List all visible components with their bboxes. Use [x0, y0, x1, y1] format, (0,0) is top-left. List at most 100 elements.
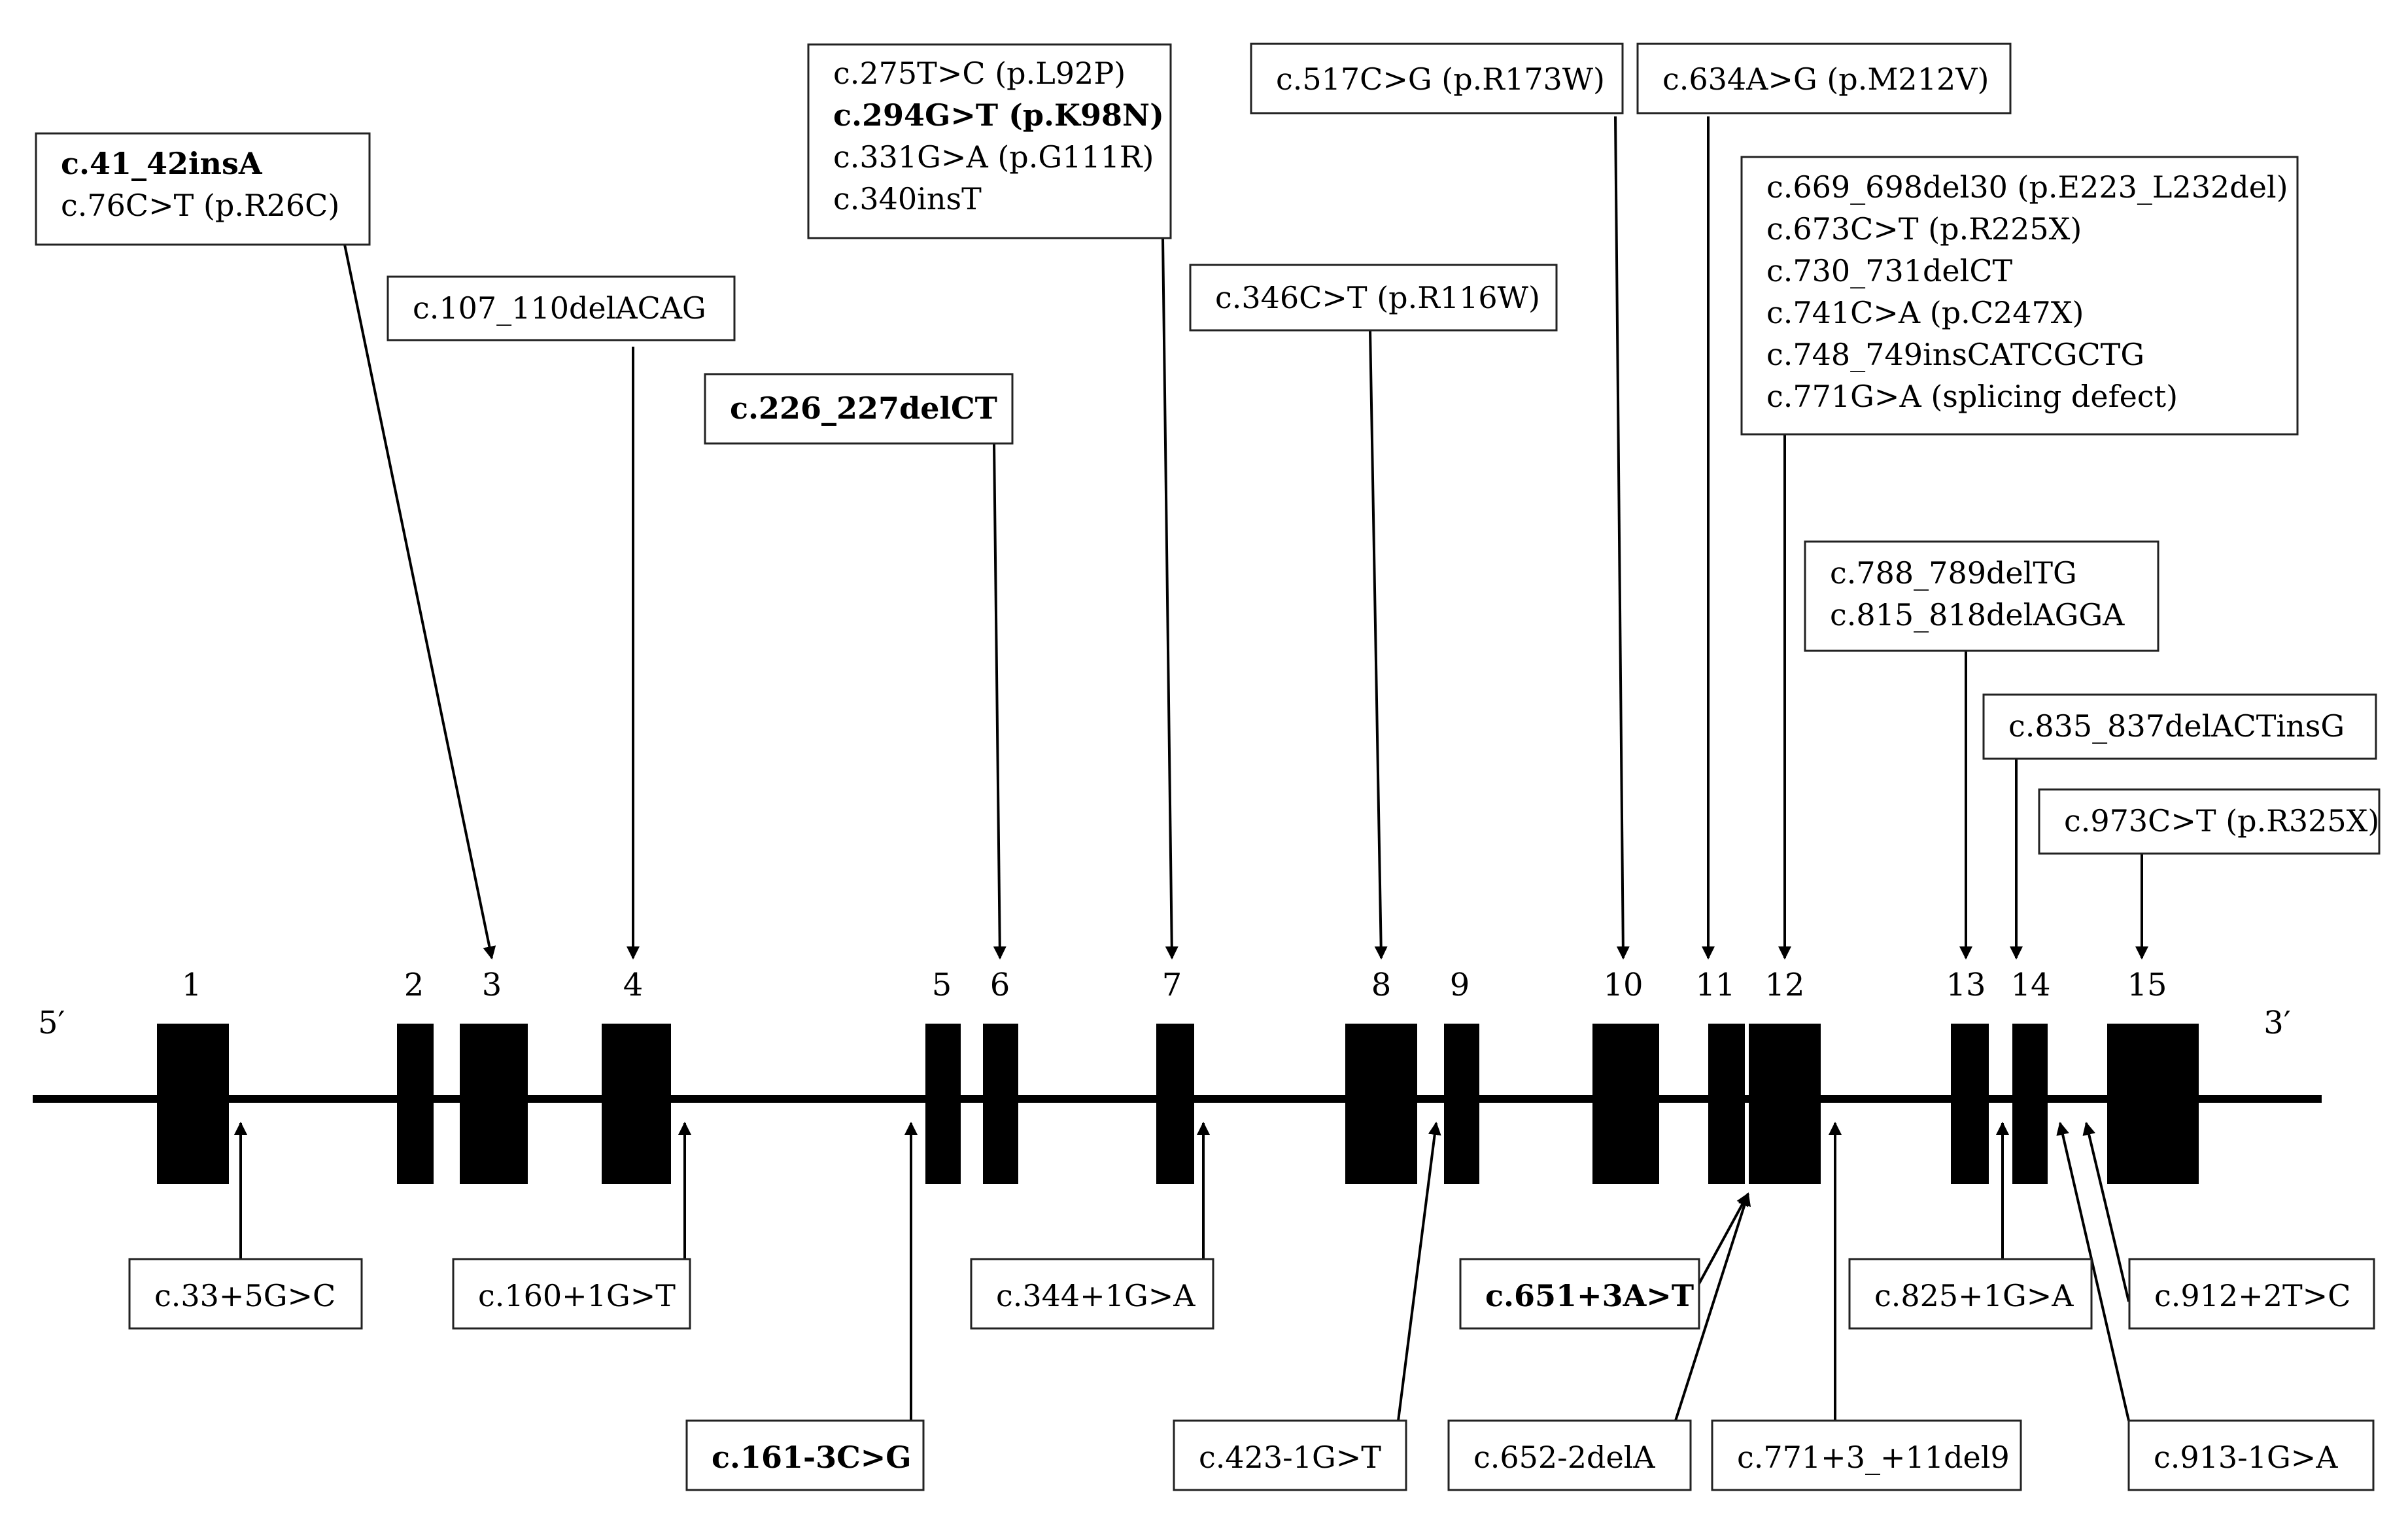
exonic-mutation-box-exon-4-frame	[387, 275, 736, 341]
intronic-mutation-box-10-frame	[2128, 1258, 2375, 1330]
mutation-label: c.340insT	[833, 181, 982, 216]
intronic-mutation-box-8: c.771+3_+11del9	[1711, 1419, 2022, 1491]
exon-number-12: 12	[1764, 967, 1804, 1003]
exon-13	[1951, 1024, 1989, 1184]
intronic-mutation-box-1: c.33+5G>C	[128, 1258, 363, 1330]
exon-7	[1156, 1024, 1194, 1184]
mutation-label: c.730_731delCT	[1766, 253, 2013, 288]
exonic-mutation-box-exon-7-frame	[807, 43, 1172, 239]
exon-number-13: 13	[1946, 967, 1986, 1003]
mutation-label: c.160+1G>T	[478, 1278, 676, 1313]
mutation-label: c.423-1G>T	[1199, 1440, 1381, 1475]
intronic-mutation-arrow-5	[1397, 1122, 1441, 1421]
exon-number-7: 7	[1162, 967, 1182, 1003]
mutation-label: c.344+1G>A	[996, 1278, 1195, 1313]
mutation-label: c.226_227delCT	[730, 390, 997, 426]
intronic-mutation-box-4: c.344+1G>A	[970, 1258, 1214, 1330]
exon-number-6: 6	[990, 967, 1010, 1003]
exonic-mutation-box-exon-10-frame	[1250, 43, 1624, 114]
exonic-mutation-box-exon-14: c.835_837delACTinsG	[1982, 693, 2377, 760]
exonic-mutation-box-exon-13: c.788_789delTG c.815_818delAGGA	[1804, 540, 2159, 652]
exonic-mutation-arrow-exon-6	[993, 443, 1006, 960]
mutation-label: c.651+3A>T	[1485, 1278, 1694, 1313]
exonic-mutation-arrow-exon-10	[1614, 116, 1630, 960]
exon-number-4: 4	[623, 967, 644, 1003]
mutation-label: c.825+1G>A	[1874, 1278, 2074, 1313]
exonic-mutation-box-exon-10: c.517C>G (p.R173W)	[1250, 43, 1624, 114]
exonic-mutation-box-exon-3-frame	[35, 132, 371, 246]
exon-15	[2107, 1024, 2199, 1184]
mutation-label: c.669_698del30 (p.E223_L232del)	[1766, 169, 2288, 205]
three-prime-label: 3′	[2263, 1005, 2290, 1041]
exon-12	[1749, 1024, 1821, 1184]
exon-3	[460, 1024, 528, 1184]
exon-8	[1345, 1024, 1417, 1184]
mutation-label: c.912+2T>C	[2154, 1278, 2350, 1313]
intronic-mutation-box-5: c.423-1G>T	[1173, 1419, 1407, 1491]
exon-9	[1444, 1024, 1479, 1184]
intronic-mutation-box-10: c.912+2T>C	[2128, 1258, 2375, 1330]
exonic-mutation-box-exon-4: c.107_110delACAG	[387, 275, 736, 341]
intronic-mutation-box-5-frame	[1173, 1419, 1407, 1491]
exon-14	[2012, 1024, 2048, 1184]
intronic-mutation-box-11-frame	[2127, 1419, 2375, 1491]
intronic-mutation-box-6-frame	[1459, 1258, 1700, 1330]
intronic-mutation-box-2-frame	[452, 1258, 691, 1330]
exonic-mutation-box-exon-8: c.346C>T (p.R116W)	[1189, 264, 1558, 332]
intronic-mutation-box-9: c.825+1G>A	[1848, 1258, 2093, 1330]
exon-number-15: 15	[2127, 967, 2167, 1003]
mutation-label: c.346C>T (p.R116W)	[1215, 280, 1540, 315]
mutation-label: c.652-2delA	[1473, 1440, 1655, 1475]
exonic-mutation-arrow-exon-8	[1369, 330, 1388, 960]
exon-number-3: 3	[482, 967, 502, 1003]
intronic-mutation-box-3-frame	[685, 1419, 925, 1491]
exonic-mutation-arrow-exon-3	[343, 244, 496, 960]
exon-2	[397, 1024, 434, 1184]
exon-number-8: 8	[1371, 967, 1392, 1003]
exon-5	[925, 1024, 961, 1184]
intronic-mutation-arrow-7	[1674, 1192, 1751, 1421]
mutation-label: c.33+5G>C	[154, 1278, 335, 1313]
mutation-label: c.913-1G>A	[2154, 1440, 2338, 1475]
exonic-mutation-box-exon-6-frame	[704, 373, 1014, 445]
exonic-mutation-arrow-exon-7	[1161, 237, 1178, 960]
mutation-label: c.76C>T (p.R26C)	[61, 188, 339, 223]
exon-number-2: 2	[404, 967, 424, 1003]
exonic-mutation-box-exon-12-frame	[1740, 156, 2299, 436]
mutation-label: c.815_818delAGGA	[1830, 597, 2125, 632]
mutation-label: c.788_789delTG	[1830, 555, 2077, 591]
mutation-label: c.161-3C>G	[712, 1440, 912, 1475]
exon-number-11: 11	[1695, 967, 1735, 1003]
mutation-label: c.275T>C (p.L92P)	[833, 56, 1126, 91]
mutation-label: c.835_837delACTinsG	[2008, 708, 2345, 744]
mutation-label: c.741C>A (p.C247X)	[1766, 295, 2084, 330]
mutation-label: c.331G>A (p.G111R)	[833, 139, 1154, 175]
mutation-label: c.107_110delACAG	[413, 290, 706, 326]
exonic-mutation-box-exon-14-frame	[1982, 693, 2377, 760]
exon-6	[983, 1024, 1018, 1184]
exonic-mutation-box-exon-13-frame	[1804, 540, 2159, 652]
exon-number-10: 10	[1603, 967, 1643, 1003]
mutation-label: c.771G>A (splicing defect)	[1766, 379, 2178, 414]
intronic-mutation-box-1-frame	[128, 1258, 363, 1330]
exonic-mutation-box-exon-7: c.275T>C (p.L92P)c.294G>T (p.K98N)c.331G…	[807, 43, 1172, 239]
exon-10	[1592, 1024, 1659, 1184]
intronic-mutation-box-3: c.161-3C>G	[685, 1419, 925, 1491]
mutation-label: c.634A>G (p.M212V)	[1662, 61, 1989, 97]
intronic-mutation-arrow-10	[2082, 1122, 2130, 1302]
exon-number-9: 9	[1450, 967, 1470, 1003]
exon-number-14: 14	[2010, 967, 2050, 1003]
intronic-mutation-box-7-frame	[1447, 1419, 1692, 1491]
intronic-mutation-box-11: c.913-1G>A	[2127, 1419, 2375, 1491]
exonic-mutation-box-exon-8-frame	[1189, 264, 1558, 332]
intronic-mutation-arrow-11	[2056, 1122, 2130, 1421]
exon-number-5: 5	[932, 967, 952, 1003]
exonic-mutation-box-exon-11-frame	[1636, 43, 2012, 114]
exonic-mutation-box-exon-12: c.669_698del30 (p.E223_L232del) c.673C>T …	[1740, 156, 2299, 436]
mutation-label: c.673C>T (p.R225X)	[1766, 211, 2082, 247]
five-prime-label: 5′	[38, 1005, 65, 1041]
intronic-mutation-box-9-frame	[1848, 1258, 2093, 1330]
exon-number-1: 1	[182, 967, 202, 1003]
exonic-mutation-box-exon-15: c.973C>T (p.R325X)	[2038, 788, 2381, 855]
intronic-mutation-box-6: c.651+3A>T	[1459, 1258, 1700, 1330]
